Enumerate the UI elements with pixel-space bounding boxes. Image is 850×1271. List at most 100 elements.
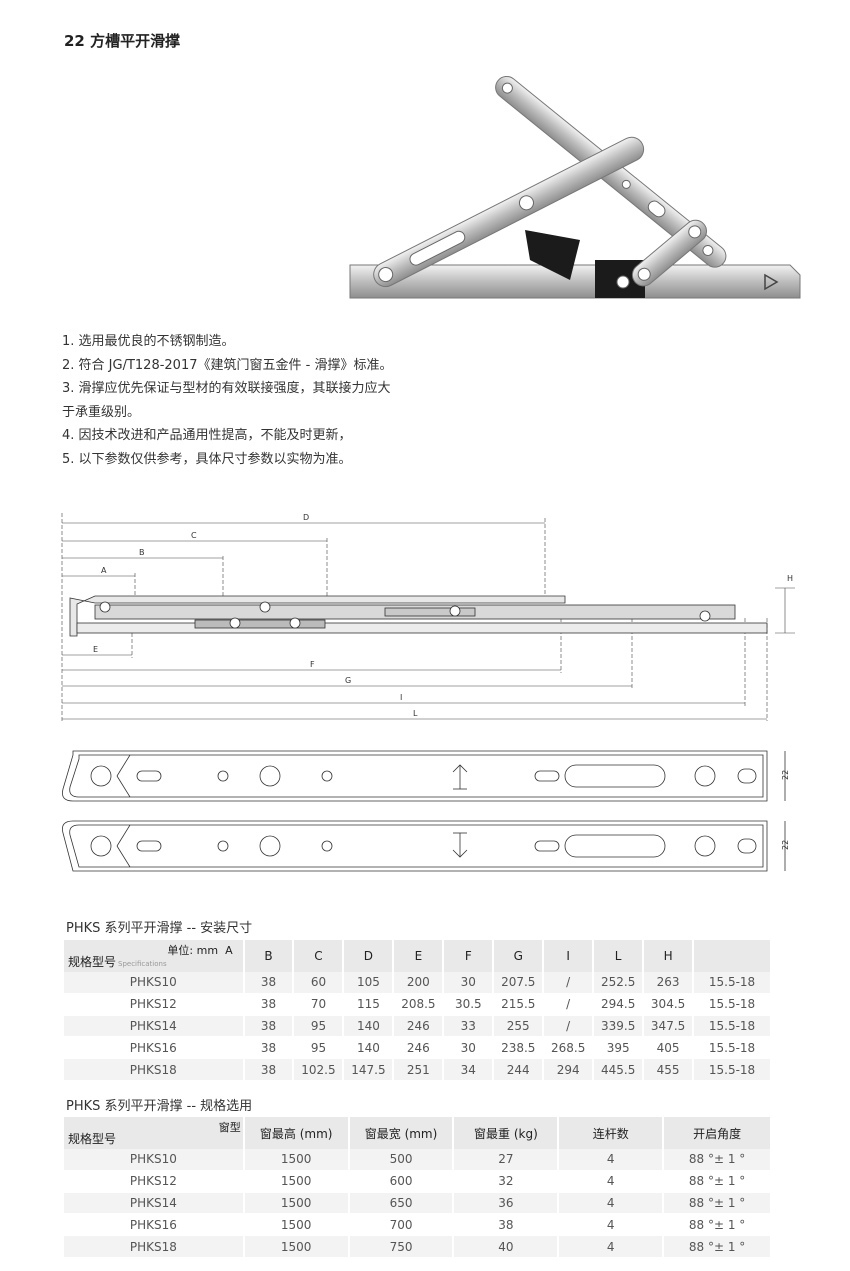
table-cell: 88 °± 1 ° xyxy=(663,1149,772,1171)
table-cell: 88 °± 1 ° xyxy=(663,1170,772,1193)
model-cell: PHKS12 xyxy=(64,1170,245,1193)
table-row: PHKS16 38 95 140 246 30 238.5 268.5 395 … xyxy=(64,1036,772,1060)
model-cell: PHKS14 xyxy=(64,1015,245,1038)
table-cell: 33 xyxy=(443,1015,495,1038)
table-cell: 252.5 xyxy=(593,972,645,994)
table-cell: 38 xyxy=(243,1036,295,1060)
table-row: PHKS10 38 60 105 200 30 207.5 / 252.5 26… xyxy=(64,972,772,994)
note-item: 4. 因技术改进和产品通用性提高，不能及时更新， xyxy=(62,428,352,443)
table-cell: 60 xyxy=(293,972,345,994)
table-cell: 455 xyxy=(643,1058,695,1081)
col-header-a: A xyxy=(225,944,233,957)
table-cell: 95 xyxy=(293,1015,345,1038)
row-header-en: Specifications xyxy=(118,960,167,968)
table-cell: 30 xyxy=(443,972,495,994)
table-cell: 750 xyxy=(348,1235,455,1258)
table-cell: 95 xyxy=(293,1036,345,1060)
table-cell: 347.5 xyxy=(643,1015,695,1038)
model-cell: PHKS12 xyxy=(64,993,245,1016)
table-cell: 294 xyxy=(543,1058,595,1081)
col-header: L xyxy=(593,940,645,972)
spec-selection-table: 窗型 规格型号 窗最高 (mm) 窗最宽 (mm) 窗最重 (kg) 连杆数 开… xyxy=(64,1117,772,1258)
table-cell: 140 xyxy=(343,1015,395,1038)
table-row: PHKS12 38 70 115 208.5 30.5 215.5 / 294.… xyxy=(64,993,772,1016)
table-cell: 38 xyxy=(243,1058,295,1081)
dim-label-c: C xyxy=(191,531,197,540)
table-cell: 36 xyxy=(453,1192,560,1215)
table-cell: 500 xyxy=(348,1149,455,1171)
table-cell: 1500 xyxy=(243,1213,350,1237)
table-cell: 244 xyxy=(493,1058,545,1081)
table-cell: 294.5 xyxy=(593,993,645,1016)
table-cell: 246 xyxy=(393,1036,445,1060)
install-dimensions-title: PHKS 系列平开滑撑 -- 安装尺寸 xyxy=(66,921,253,936)
table2-corner-header: 窗型 规格型号 xyxy=(64,1117,245,1149)
row-header: 规格型号 xyxy=(68,1132,117,1146)
table-cell: / xyxy=(543,993,595,1016)
col-header: C xyxy=(293,940,345,972)
dim-label-l: L xyxy=(413,709,418,718)
unit-label: 单位: mm xyxy=(167,944,219,957)
plate-width-label: 22 xyxy=(781,770,790,780)
table-cell: 15.5-18 xyxy=(693,993,772,1016)
table-cell: 4 xyxy=(558,1170,665,1193)
table-cell: 200 xyxy=(393,972,445,994)
table-cell: 15.5-18 xyxy=(693,1036,772,1060)
table-row: PHKS18 38 102.5 147.5 251 34 244 294 445… xyxy=(64,1058,772,1081)
table-cell: 70 xyxy=(293,993,345,1016)
col-header: H xyxy=(643,940,695,972)
dim-label-i: I xyxy=(400,693,402,702)
col-header: G xyxy=(493,940,545,972)
table-cell: 88 °± 1 ° xyxy=(663,1213,772,1237)
table-cell: 238.5 xyxy=(493,1036,545,1060)
table-cell: 1500 xyxy=(243,1192,350,1215)
table-cell: 263 xyxy=(643,972,695,994)
table-cell: 207.5 xyxy=(493,972,545,994)
table-cell: 15.5-18 xyxy=(693,1015,772,1038)
feature-notes: 1. 选用最优良的不锈钢制造。 2. 符合 JG/T128-2017《建筑门窗五… xyxy=(62,330,392,471)
dim-label-h: H xyxy=(787,574,793,583)
table-cell: 405 xyxy=(643,1036,695,1060)
note-item: 5. 以下参数仅供参考，具体尺寸参数以实物为准。 xyxy=(62,451,352,467)
col-header: I xyxy=(543,940,595,972)
dim-label-g: G xyxy=(345,676,351,685)
table-row: PHKS16 1500 700 38 4 88 °± 1 ° xyxy=(64,1213,772,1237)
table-cell: 255 xyxy=(493,1015,545,1038)
table-cell: 339.5 xyxy=(593,1015,645,1038)
table-cell: 15.5-18 xyxy=(693,1058,772,1081)
table-cell: 15.5-18 xyxy=(693,972,772,994)
note-item: 1. 选用最优良的不锈钢制造。 xyxy=(62,334,235,349)
table-cell: 32 xyxy=(453,1170,560,1193)
table-cell: 34 xyxy=(443,1058,495,1081)
model-cell: PHKS18 xyxy=(64,1058,245,1081)
table-cell: 40 xyxy=(453,1235,560,1258)
row-header: 规格型号 xyxy=(68,955,117,969)
table-cell: 30.5 xyxy=(443,993,495,1016)
model-cell: PHKS16 xyxy=(64,1036,245,1060)
table-cell: 88 °± 1 ° xyxy=(663,1192,772,1215)
table-cell: 38 xyxy=(243,993,295,1016)
col-header: 连杆数 xyxy=(558,1117,665,1149)
table-row: PHKS18 1500 750 40 4 88 °± 1 ° xyxy=(64,1235,772,1258)
table-cell: 1500 xyxy=(243,1235,350,1258)
col-header: F xyxy=(443,940,495,972)
table-cell: 246 xyxy=(393,1015,445,1038)
note-item: 3. 滑撑应优先保证与型材的有效联接强度，其联接力应大 xyxy=(62,381,391,396)
model-cell: PHKS10 xyxy=(64,1149,245,1171)
table-cell: 395 xyxy=(593,1036,645,1060)
table-cell: 215.5 xyxy=(493,993,545,1016)
plate-view-up: 22 xyxy=(62,750,790,802)
table-cell: / xyxy=(543,972,595,994)
table-row: PHKS10 1500 500 27 4 88 °± 1 ° xyxy=(64,1149,772,1171)
table-cell: 4 xyxy=(558,1149,665,1171)
table-row: PHKS14 38 95 140 246 33 255 / 339.5 347.… xyxy=(64,1015,772,1038)
col-header: E xyxy=(393,940,445,972)
table-cell: 1500 xyxy=(243,1149,350,1171)
table-cell: 251 xyxy=(393,1058,445,1081)
table-cell: 115 xyxy=(343,993,395,1016)
table-cell: 38 xyxy=(243,972,295,994)
table-cell: 4 xyxy=(558,1235,665,1258)
dimension-drawing: D C B A H E F G I L xyxy=(61,513,795,723)
col-header: 窗最高 (mm) xyxy=(243,1117,350,1149)
dim-label-e: E xyxy=(93,645,98,654)
